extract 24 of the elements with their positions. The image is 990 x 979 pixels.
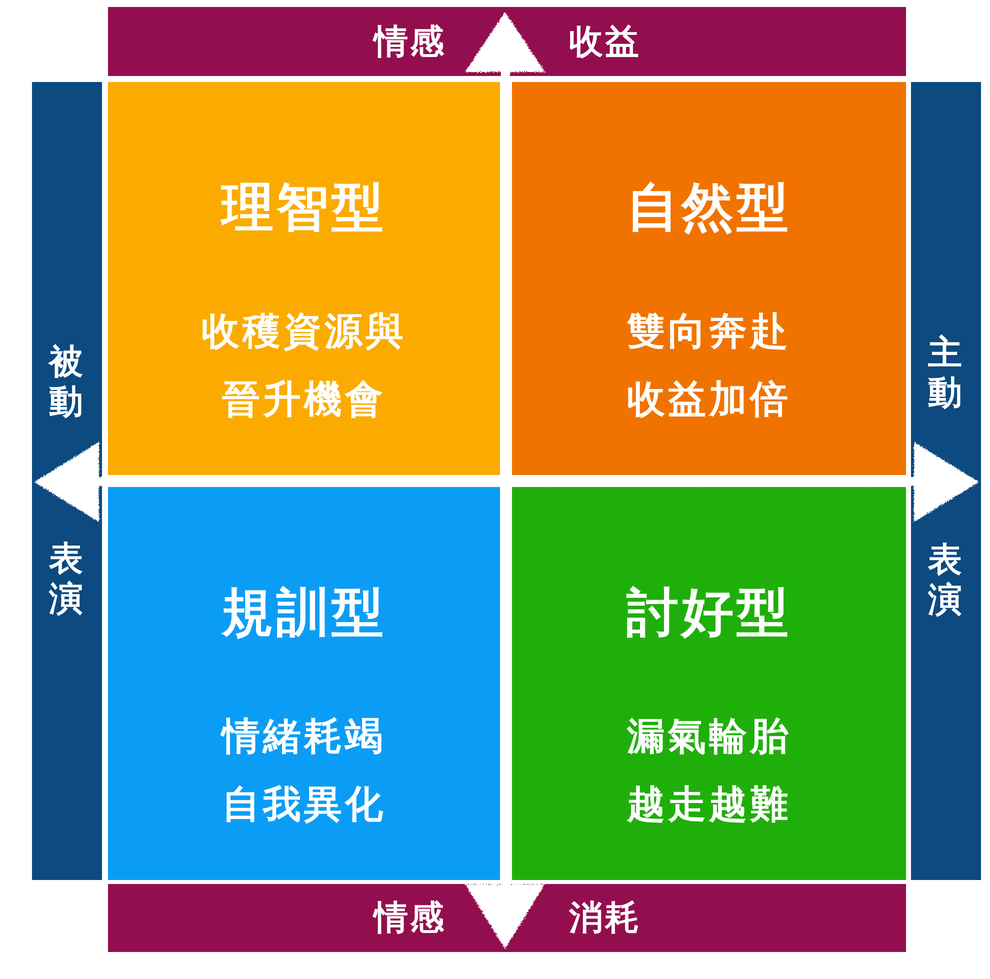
quadrant-box xyxy=(512,82,906,475)
quadrant-title: 自然型 xyxy=(626,182,792,234)
band xyxy=(108,7,906,76)
quadrant-description: 收穫資源與晉升機會 xyxy=(200,308,408,423)
quadrant-title: 理智型 xyxy=(222,182,386,234)
quadrant-description: 漏氣輪胎越走越難 xyxy=(626,713,792,828)
quadrant-box xyxy=(108,487,500,880)
band-label: 收益 xyxy=(569,25,641,59)
quadrant-box xyxy=(512,487,906,880)
band-label: 消耗 xyxy=(569,901,641,935)
quadrant-box xyxy=(108,82,500,475)
band xyxy=(108,884,906,952)
band-label: 被動 xyxy=(49,342,85,422)
quadrant-title: 討好型 xyxy=(626,587,792,639)
quadrant-description: 情緒耗竭自我異化 xyxy=(220,713,387,828)
band-label: 主動 xyxy=(928,333,964,413)
band xyxy=(32,82,102,880)
band-label: 表演 xyxy=(928,540,964,620)
quadrant-description: 雙向奔赴收益加倍 xyxy=(626,308,792,423)
band xyxy=(911,82,981,880)
band-label: 表演 xyxy=(49,539,85,619)
quadrant-title: 規訓型 xyxy=(222,587,386,639)
band-label: 情感 xyxy=(374,901,446,935)
band-label: 情感 xyxy=(374,25,446,59)
